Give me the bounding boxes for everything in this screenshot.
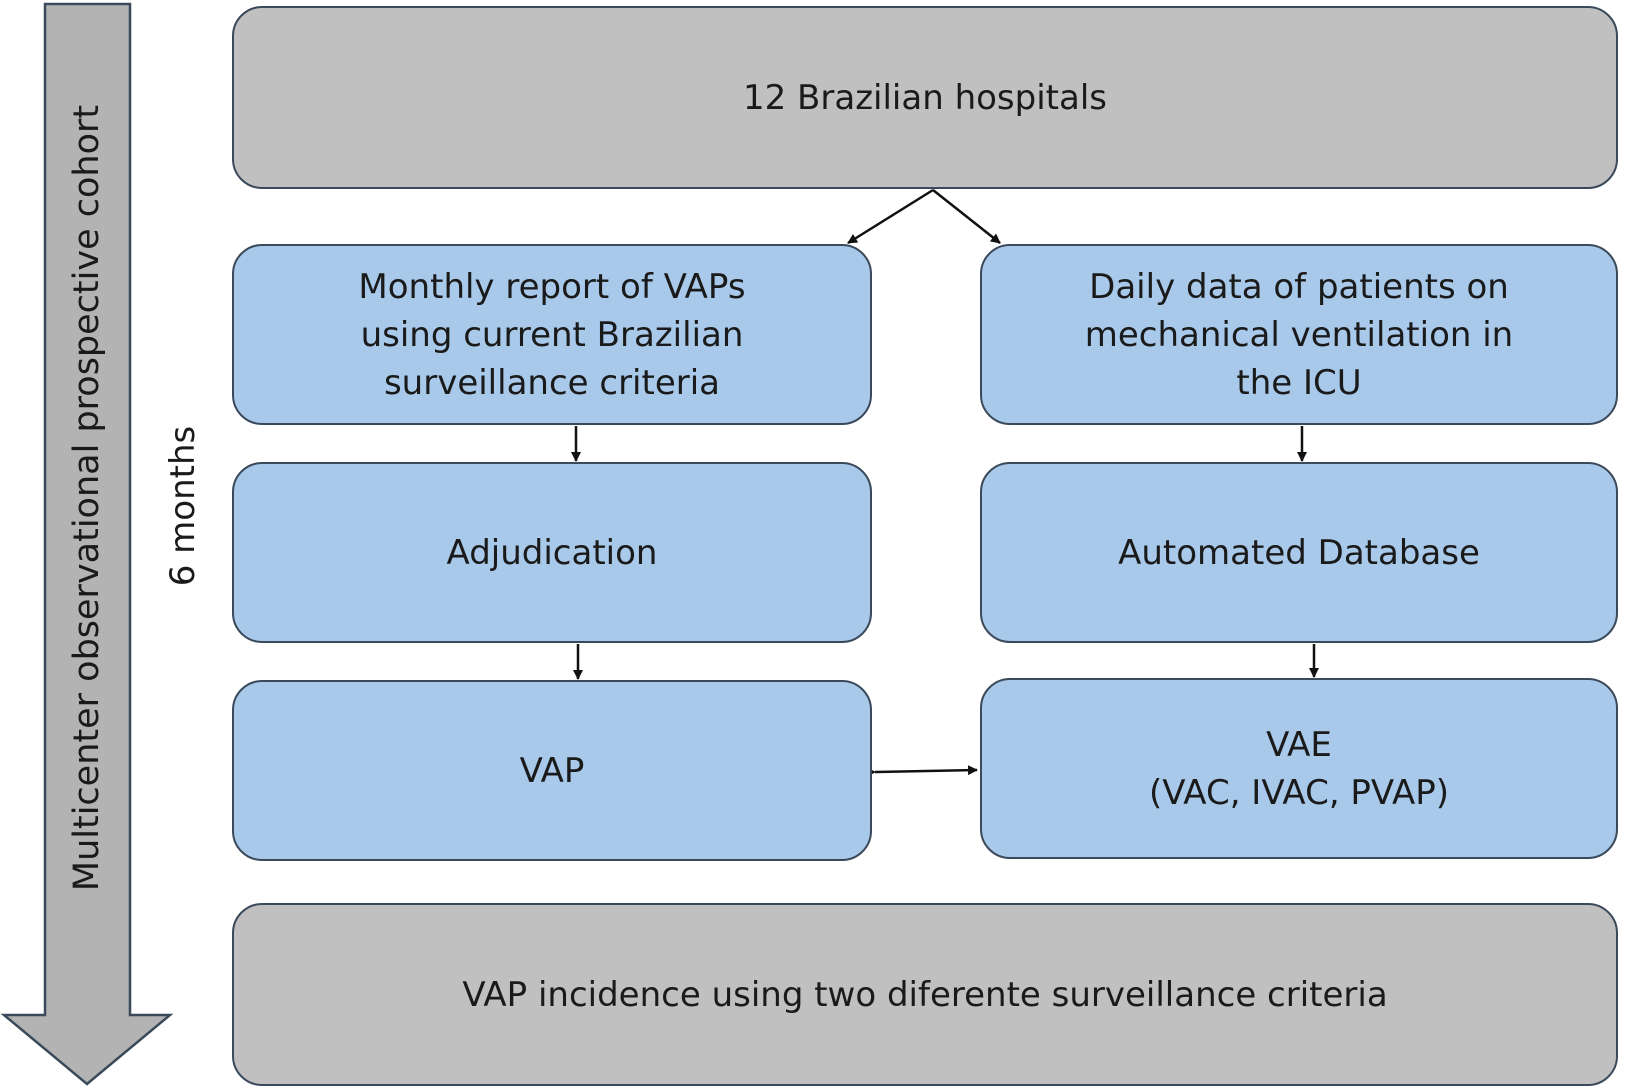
daily-data-line: the ICU [1236,362,1362,403]
adjudication-box: Adjudication [232,462,872,643]
connector-vap-vae-bidirectional [865,765,978,778]
hospitals-label: 12 Brazilian hospitals [742,77,1107,118]
vae-box: VAE (VAC, IVAC, PVAP) [980,678,1618,859]
monthly-report-line: surveillance criteria [383,362,721,403]
vap-label: VAP [519,750,585,791]
monthly-report-box: Monthly report of VAPs using current Bra… [232,244,872,425]
incidence-box: VAP incidence using two diferente survei… [232,903,1618,1086]
connector-hospitals-to-daily [932,189,1001,244]
monthly-report-line: using current Brazilian [360,314,744,355]
vap-box: VAP [232,680,872,861]
automated-database-box: Automated Database [980,462,1618,643]
vae-title: VAE [1266,724,1332,765]
cohort-label: Multicenter observational prospective co… [67,104,107,892]
hospitals-box: 12 Brazilian hospitals [232,6,1618,189]
incidence-label: VAP incidence using two diferente survei… [462,974,1388,1015]
daily-data-line: Daily data of patients on [1089,266,1509,307]
daily-data-line: mechanical ventilation in [1084,314,1514,355]
daily-data-box: Daily data of patients on mechanical ven… [980,244,1618,425]
adjudication-label: Adjudication [446,532,658,573]
monthly-report-line: Monthly report of VAPs [358,266,746,307]
connector-hospitals-to-monthly [847,188,934,245]
period-label: 6 months [163,425,203,587]
vae-subtitle: (VAC, IVAC, PVAP) [1148,772,1450,813]
automated-database-label: Automated Database [1118,532,1480,573]
